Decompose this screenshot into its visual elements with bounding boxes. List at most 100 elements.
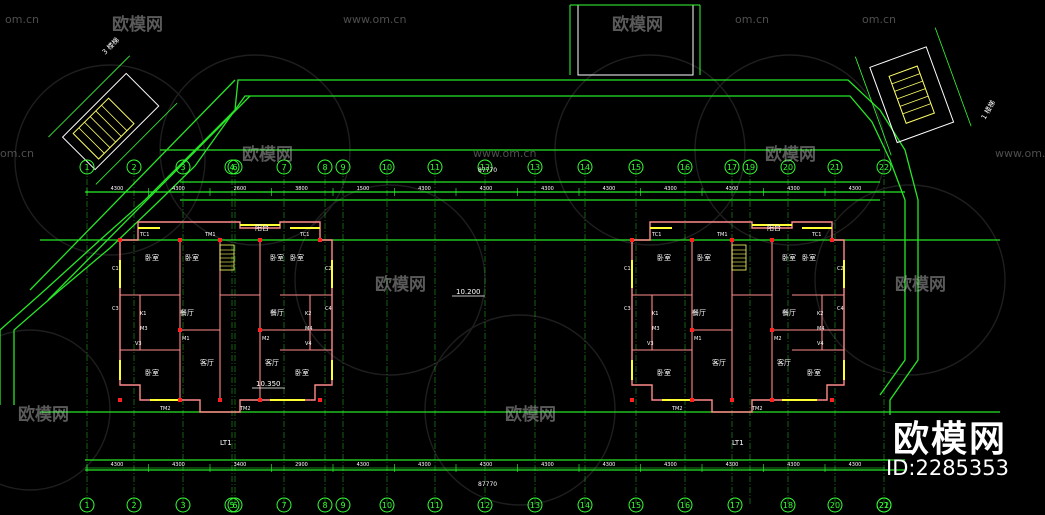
unit-stair xyxy=(731,244,747,271)
axis-bubble-axis-bottom-17 xyxy=(827,497,843,513)
axis-label-axis-top-9: 11 xyxy=(430,163,440,172)
dims-top-label-9: 4300 xyxy=(664,186,677,192)
axis-bubble-axis-top-6 xyxy=(317,159,333,175)
axis-bubble-axis-top-18 xyxy=(827,159,843,175)
axis-label-axis-bottom-19: 22 xyxy=(879,501,889,510)
unit-column-5 xyxy=(690,328,694,332)
unit-tag-9: M3 xyxy=(140,326,148,332)
unit-room-label-4: 餐厅 xyxy=(180,308,194,317)
unit-room-label-2: 卧室 xyxy=(270,253,284,262)
axis-bubble-axis-bottom-12 xyxy=(577,497,593,513)
unit-room-label-10: 阳台 xyxy=(767,223,781,232)
unit-column-3 xyxy=(258,238,262,242)
unit-column-1 xyxy=(178,238,182,242)
axis-label-axis-bottom-7: 9 xyxy=(340,501,345,510)
watermark-brand-5: 欧模网 xyxy=(375,275,426,295)
unit-tag-8: M2 xyxy=(774,336,782,342)
unit-room-label-0: 卧室 xyxy=(657,253,671,262)
unit-tag-4: C2 xyxy=(837,266,844,272)
axis-bubble-axis-bottom-4 xyxy=(227,497,243,513)
axis-bubble-axis-bottom-1 xyxy=(126,497,142,513)
unit-room-label-9: 卧室 xyxy=(295,368,309,377)
dims-bottom-label-4: 4300 xyxy=(357,462,370,468)
dims-bottom-label-10: 4300 xyxy=(726,462,739,468)
axis-bubble-axis-top-0 xyxy=(79,159,95,175)
unit-room-label-11: LT1 xyxy=(220,439,232,447)
unit-tag-0: TC1 xyxy=(651,232,661,238)
axis-bubble-axis-bottom-0 xyxy=(79,497,95,513)
axis-label-axis-top-14: 16 xyxy=(680,163,690,172)
axis-bubble-axis-bottom-19 xyxy=(876,497,892,513)
dims-top-label-0: 4300 xyxy=(111,186,124,192)
unit-tag-14: K2 xyxy=(305,311,311,317)
axis-label-axis-bottom-5: 7 xyxy=(281,501,286,510)
axis-bubble-axis-bottom-5 xyxy=(276,497,292,513)
axis-label-axis-top-11: 13 xyxy=(530,163,540,172)
axis-bubble-axis-bottom-6 xyxy=(317,497,333,513)
axis-bubble-axis-top-4 xyxy=(227,159,243,175)
dims-top-label-4: 1500 xyxy=(357,186,370,192)
watermark-site-2: www.om.cn xyxy=(473,147,537,160)
dims-bottom-label-1: 4300 xyxy=(172,462,185,468)
unit-tag-3: C1 xyxy=(624,266,631,272)
axis-label-axis-bottom-8: 10 xyxy=(382,501,392,510)
unit-room-label-1: 卧室 xyxy=(697,253,711,262)
unit-tag-7: M1 xyxy=(694,336,702,342)
unit-tag-1: TM1 xyxy=(716,232,728,238)
axis-bubble-axis-top-14 xyxy=(677,159,693,175)
brand-id: ID:2285353 xyxy=(886,456,1009,480)
dims-bottom-label-0: 4300 xyxy=(111,462,124,468)
axis-label-axis-top-8: 10 xyxy=(382,163,392,172)
axis-bubble-axis-bottom-14 xyxy=(677,497,693,513)
unit-room-label-7: 客厅 xyxy=(265,358,279,367)
axis-label-axis-top-17: 20 xyxy=(783,163,793,172)
unit-tag-8: M2 xyxy=(262,336,270,342)
dims-bottom-label-5: 4300 xyxy=(418,462,431,468)
axis-label-axis-top-4: 6 xyxy=(232,163,237,172)
unit-room-label-8: 卧室 xyxy=(657,368,671,377)
unit-tag-10: M4 xyxy=(305,326,313,332)
axis-label-axis-top-13: 15 xyxy=(631,163,641,172)
axis-bubble-axis-bottom-2 xyxy=(175,497,191,513)
axis-bubble-axis-top-12 xyxy=(577,159,593,175)
dims-top-label-7: 4300 xyxy=(541,186,554,192)
unit-room-label-6: 客厅 xyxy=(712,358,726,367)
dims-bottom-label-2: 3400 xyxy=(234,462,247,468)
dims-bottom-label-8: 4300 xyxy=(603,462,616,468)
unit-tag-14: K2 xyxy=(817,311,823,317)
axis-label-axis-bottom-18: 21 xyxy=(879,501,889,510)
axis-label-axis-top-5: 7 xyxy=(281,163,286,172)
unit-tag-11: V3 xyxy=(135,341,142,347)
top-stair-box xyxy=(569,4,701,76)
axis-label-axis-bottom-2: 3 xyxy=(180,501,185,510)
axis-label-axis-bottom-0: 1 xyxy=(84,501,89,510)
overall-dim-bottom: 87770 xyxy=(478,481,497,488)
unit-room-label-2: 卧室 xyxy=(782,253,796,262)
unit-tag-6: C4 xyxy=(325,306,332,312)
unit-tag-9: M3 xyxy=(652,326,660,332)
axis-label-axis-bottom-13: 15 xyxy=(631,501,641,510)
axis-label-axis-bottom-1: 2 xyxy=(131,501,136,510)
svg-text:10.200: 10.200 xyxy=(456,288,481,296)
dims-bottom-label-11: 4300 xyxy=(787,462,800,468)
brand-logo: 欧模网 xyxy=(892,419,1007,460)
watermark-fragment-2: om.cn xyxy=(735,13,769,26)
axis-label-axis-bottom-4: 6 xyxy=(232,501,237,510)
axis-bubble-axis-top-1 xyxy=(126,159,142,175)
axis-bubble-axis-top-13 xyxy=(628,159,644,175)
axis-label-axis-bottom-15: 17 xyxy=(730,501,740,510)
watermark-brand-7: 欧模网 xyxy=(505,405,556,425)
unit-room-label-3: 卧室 xyxy=(802,253,816,262)
axis-bubble-axis-top-5 xyxy=(276,159,292,175)
dims-top-label-3: 3800 xyxy=(295,186,308,192)
axis-label-axis-bottom-16: 18 xyxy=(783,501,793,510)
axis-label-axis-bottom-6: 8 xyxy=(322,501,327,510)
axis-label-axis-bottom-10: 12 xyxy=(480,501,490,510)
unit-column-9 xyxy=(218,398,222,402)
axis-bubble-axis-bottom-10 xyxy=(477,497,493,513)
unit-column-0 xyxy=(118,238,122,242)
unit-column-4 xyxy=(318,238,322,242)
